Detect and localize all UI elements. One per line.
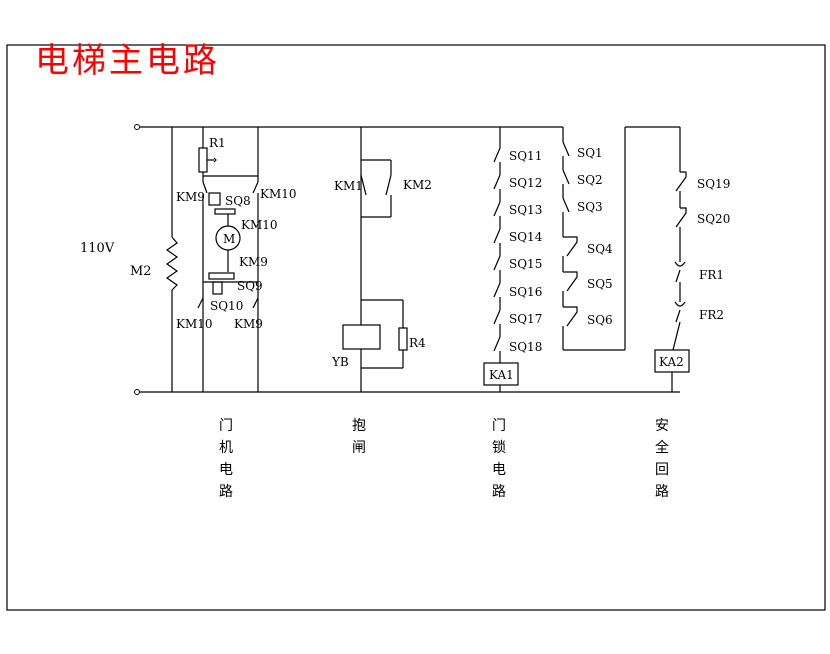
sq4-label: SQ4 <box>587 242 613 256</box>
sq19-label: SQ19 <box>697 177 730 191</box>
svg-text:闸: 闸 <box>352 440 366 456</box>
sq9-label: SQ9 <box>237 279 263 293</box>
diagram-title: 电梯主电路 <box>35 41 220 81</box>
svg-text:回: 回 <box>655 462 669 478</box>
door-machine-circuit: R1 M KM9 KM10 SQ8 KM10 KM9 SQ9 SQ10 KM10 <box>176 127 297 392</box>
svg-text:全: 全 <box>655 439 669 456</box>
fr1-contact <box>675 269 681 283</box>
sq8-label: SQ8 <box>225 194 251 208</box>
sq20-label: SQ20 <box>697 212 730 226</box>
km1-label: KM1 <box>334 179 363 193</box>
section-label-door-machine: 门 机 电 路 <box>219 418 233 500</box>
power-rails: 110V <box>80 124 680 395</box>
top-terminal <box>134 124 140 130</box>
door-motor-label: M <box>223 232 235 246</box>
sq20-contact <box>675 207 687 228</box>
svg-text:路: 路 <box>219 484 233 500</box>
km10-label-2: KM10 <box>241 218 278 232</box>
sq10-box <box>212 281 223 295</box>
km9-label-1: KM9 <box>176 190 205 204</box>
svg-text:路: 路 <box>492 484 506 500</box>
svg-text:门: 门 <box>492 418 506 434</box>
km2-label: KM2 <box>403 178 432 192</box>
sq18-label: SQ18 <box>509 340 542 354</box>
sq1-label: SQ1 <box>577 146 603 160</box>
m2-label: M2 <box>130 264 152 279</box>
r4-label: R4 <box>409 336 426 350</box>
km9-label-2: KM9 <box>239 255 268 269</box>
yb-coil <box>342 324 381 350</box>
svg-text:机: 机 <box>219 440 233 456</box>
sq8-box <box>208 192 221 206</box>
km10-label-3: KM10 <box>176 317 213 331</box>
sq16-label: SQ16 <box>509 285 542 299</box>
bottom-terminal <box>134 389 140 395</box>
km10-label-1: KM10 <box>260 187 297 201</box>
brake-circuit: KM1 KM2 YB R4 <box>331 127 432 392</box>
km9-label-3: KM9 <box>234 317 263 331</box>
km9-contact-bottom <box>252 297 259 309</box>
sq19-contact <box>675 171 687 192</box>
svg-text:电: 电 <box>492 462 506 478</box>
r1-resistor <box>198 147 208 173</box>
sq2-label: SQ2 <box>577 173 603 187</box>
safety-circuit: KA2 SQ19 SQ20 FR1 FR2 <box>625 126 730 392</box>
km2-contact <box>385 174 392 196</box>
m2-branch: M2 <box>130 127 179 392</box>
sq15-label: SQ15 <box>509 257 542 271</box>
ka1-relay <box>483 362 519 386</box>
sq14-label: SQ14 <box>509 230 543 244</box>
svg-text:抱: 抱 <box>352 418 366 434</box>
sq13-label: SQ13 <box>509 203 542 217</box>
sq8-contact <box>214 208 236 215</box>
km9-contact-top <box>202 181 208 194</box>
svg-text:路: 路 <box>655 484 669 500</box>
yb-label: YB <box>331 355 349 369</box>
svg-text:安: 安 <box>655 418 669 434</box>
ka1-label: KA1 <box>489 368 514 382</box>
svg-text:门: 门 <box>219 418 233 434</box>
sq10-label: SQ10 <box>210 299 243 313</box>
door-lock-circuit: KA1 SQ11 SQ12 SQ13 SQ14 SQ15 SQ16 SQ17 S… <box>483 127 626 392</box>
m2-winding <box>165 236 179 291</box>
km10-contact-bottom <box>197 297 204 309</box>
sq12-label: SQ12 <box>509 176 542 190</box>
section-label-brake: 抱 闸 <box>352 418 366 456</box>
fr1-label: FR1 <box>699 268 724 282</box>
section-label-door-lock: 门 锁 电 路 <box>492 418 506 500</box>
svg-text:电: 电 <box>219 462 233 478</box>
voltage-label: 110V <box>80 241 115 256</box>
section-label-safety: 安 全 回 路 <box>655 418 669 500</box>
km1-contact <box>360 174 367 196</box>
sq11-label: SQ11 <box>509 149 542 163</box>
r1-label: R1 <box>209 136 226 150</box>
ka2-label: KA2 <box>659 355 684 369</box>
r4-resistor <box>398 327 408 351</box>
fr2-label: FR2 <box>699 308 724 322</box>
diagram-frame <box>6 44 826 611</box>
sq6-label: SQ6 <box>587 313 613 327</box>
sq3-label: SQ3 <box>577 200 603 214</box>
sq17-label: SQ17 <box>509 312 542 326</box>
fr2-contact <box>675 309 681 323</box>
km10-contact-top <box>252 181 259 194</box>
sq5-label: SQ5 <box>587 277 613 291</box>
sq9-contact <box>208 272 235 280</box>
svg-text:锁: 锁 <box>492 440 506 456</box>
